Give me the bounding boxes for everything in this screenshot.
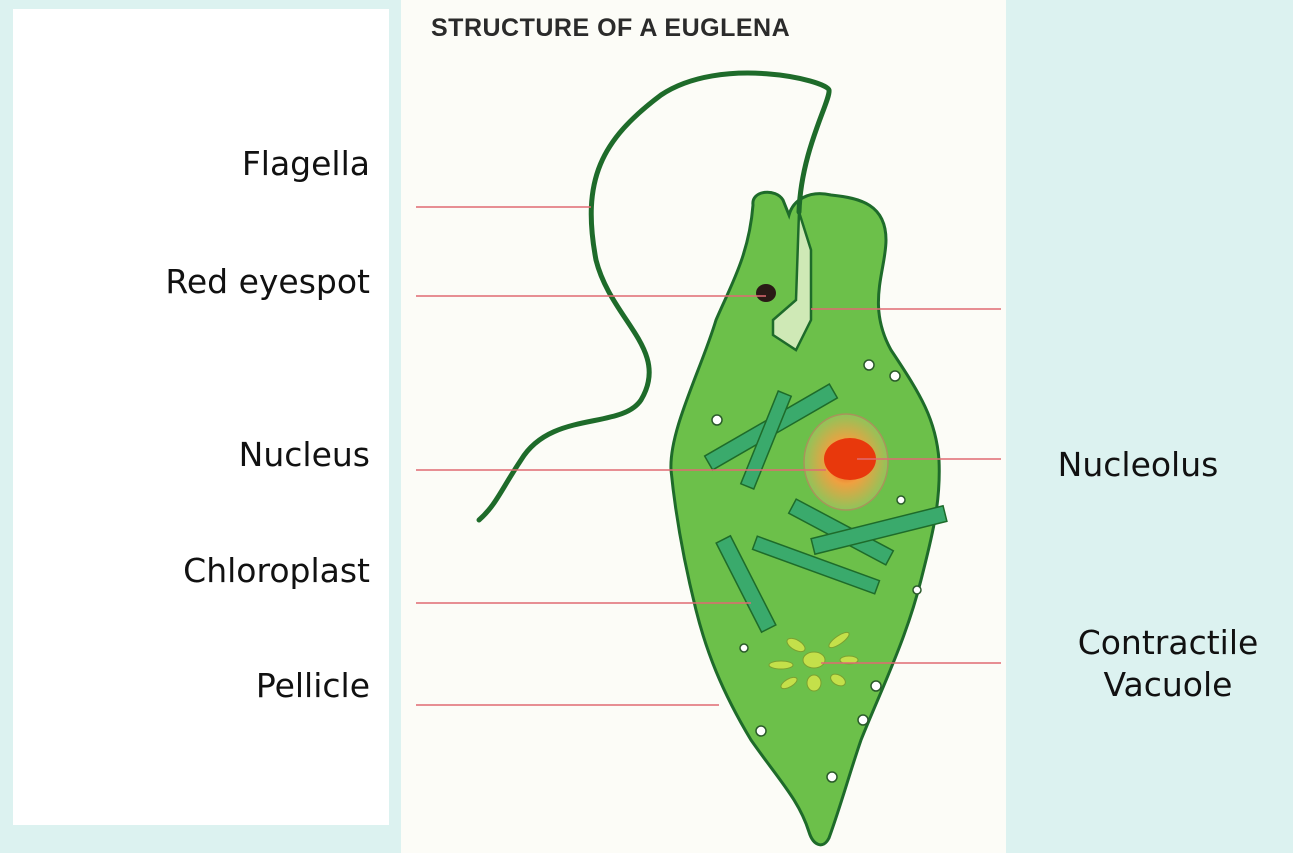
euglena-illustration	[401, 0, 1006, 853]
label-nucleus: Nucleus	[239, 436, 370, 474]
label-vacuole: Vacuole	[1050, 666, 1286, 704]
label-contractile: Contractile	[1050, 624, 1286, 662]
label-chloroplast: Chloroplast	[183, 552, 370, 590]
label-nucleolus: Nucleolus	[1028, 446, 1248, 484]
red-eyespot	[756, 284, 776, 302]
euglena-diagram: STRUCTURE OF A EUGLENA	[401, 0, 1006, 853]
label-pellicle: Pellicle	[256, 667, 370, 705]
label-red-eyespot: Red eyespot	[165, 263, 370, 301]
label-flagella: Flagella	[242, 145, 370, 183]
diagram-title: STRUCTURE OF A EUGLENA	[431, 14, 790, 43]
